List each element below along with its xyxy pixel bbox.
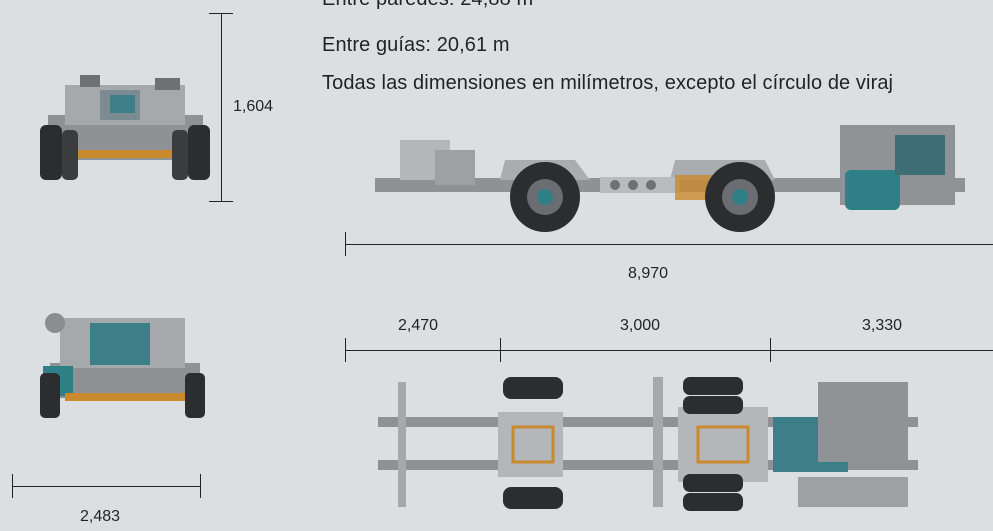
segment-dim-tick-1 [500,338,501,362]
height-dim-bottom-tick [209,201,233,202]
chassis-top-view [378,377,918,511]
length-dim-line [345,244,993,245]
track-dim-right-tick [200,474,201,498]
spec-units-note: Todas las dimensiones en milímetros, exc… [322,72,894,94]
height-dim-label: 1,604 [233,98,274,115]
chassis-side-view [375,125,965,232]
chassis-front-view [40,75,210,180]
rear-section-label: 3,330 [862,317,903,334]
segment-dim-line [345,350,993,351]
spec-guides: Entre guías: 20,61 m [322,34,510,56]
chassis-rear-view [40,313,205,418]
track-dim-line [12,486,201,487]
length-dim-label: 8,970 [628,265,669,282]
wheelbase-label: 3,000 [620,317,661,334]
segment-dim-tick-2 [770,338,771,362]
spec-walls: Entre paredes: 24,88 m [322,0,533,11]
height-dim-line [221,13,222,201]
front-overhang-label: 2,470 [398,317,439,334]
track-dim-label: 2,483 [80,508,121,525]
